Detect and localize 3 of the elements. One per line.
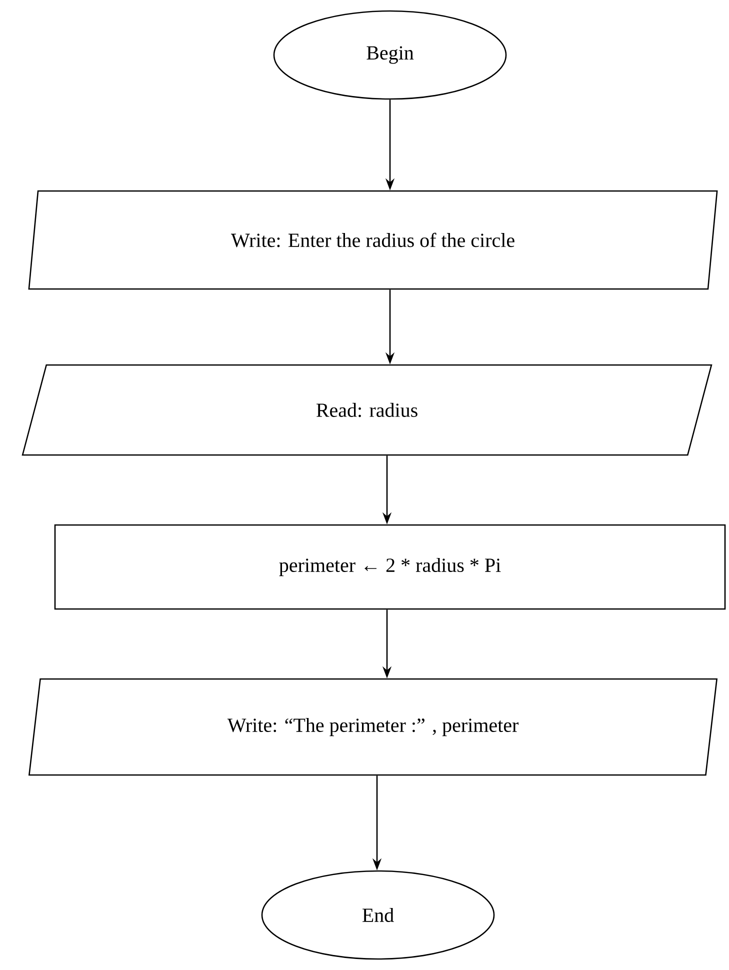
process-box: perimeter ← 2 * radius * Pi <box>54 524 726 610</box>
io-parallelogram: Read: radius <box>22 364 712 456</box>
io-parallelogram: Write: Enter the radius of the circle <box>28 190 718 290</box>
